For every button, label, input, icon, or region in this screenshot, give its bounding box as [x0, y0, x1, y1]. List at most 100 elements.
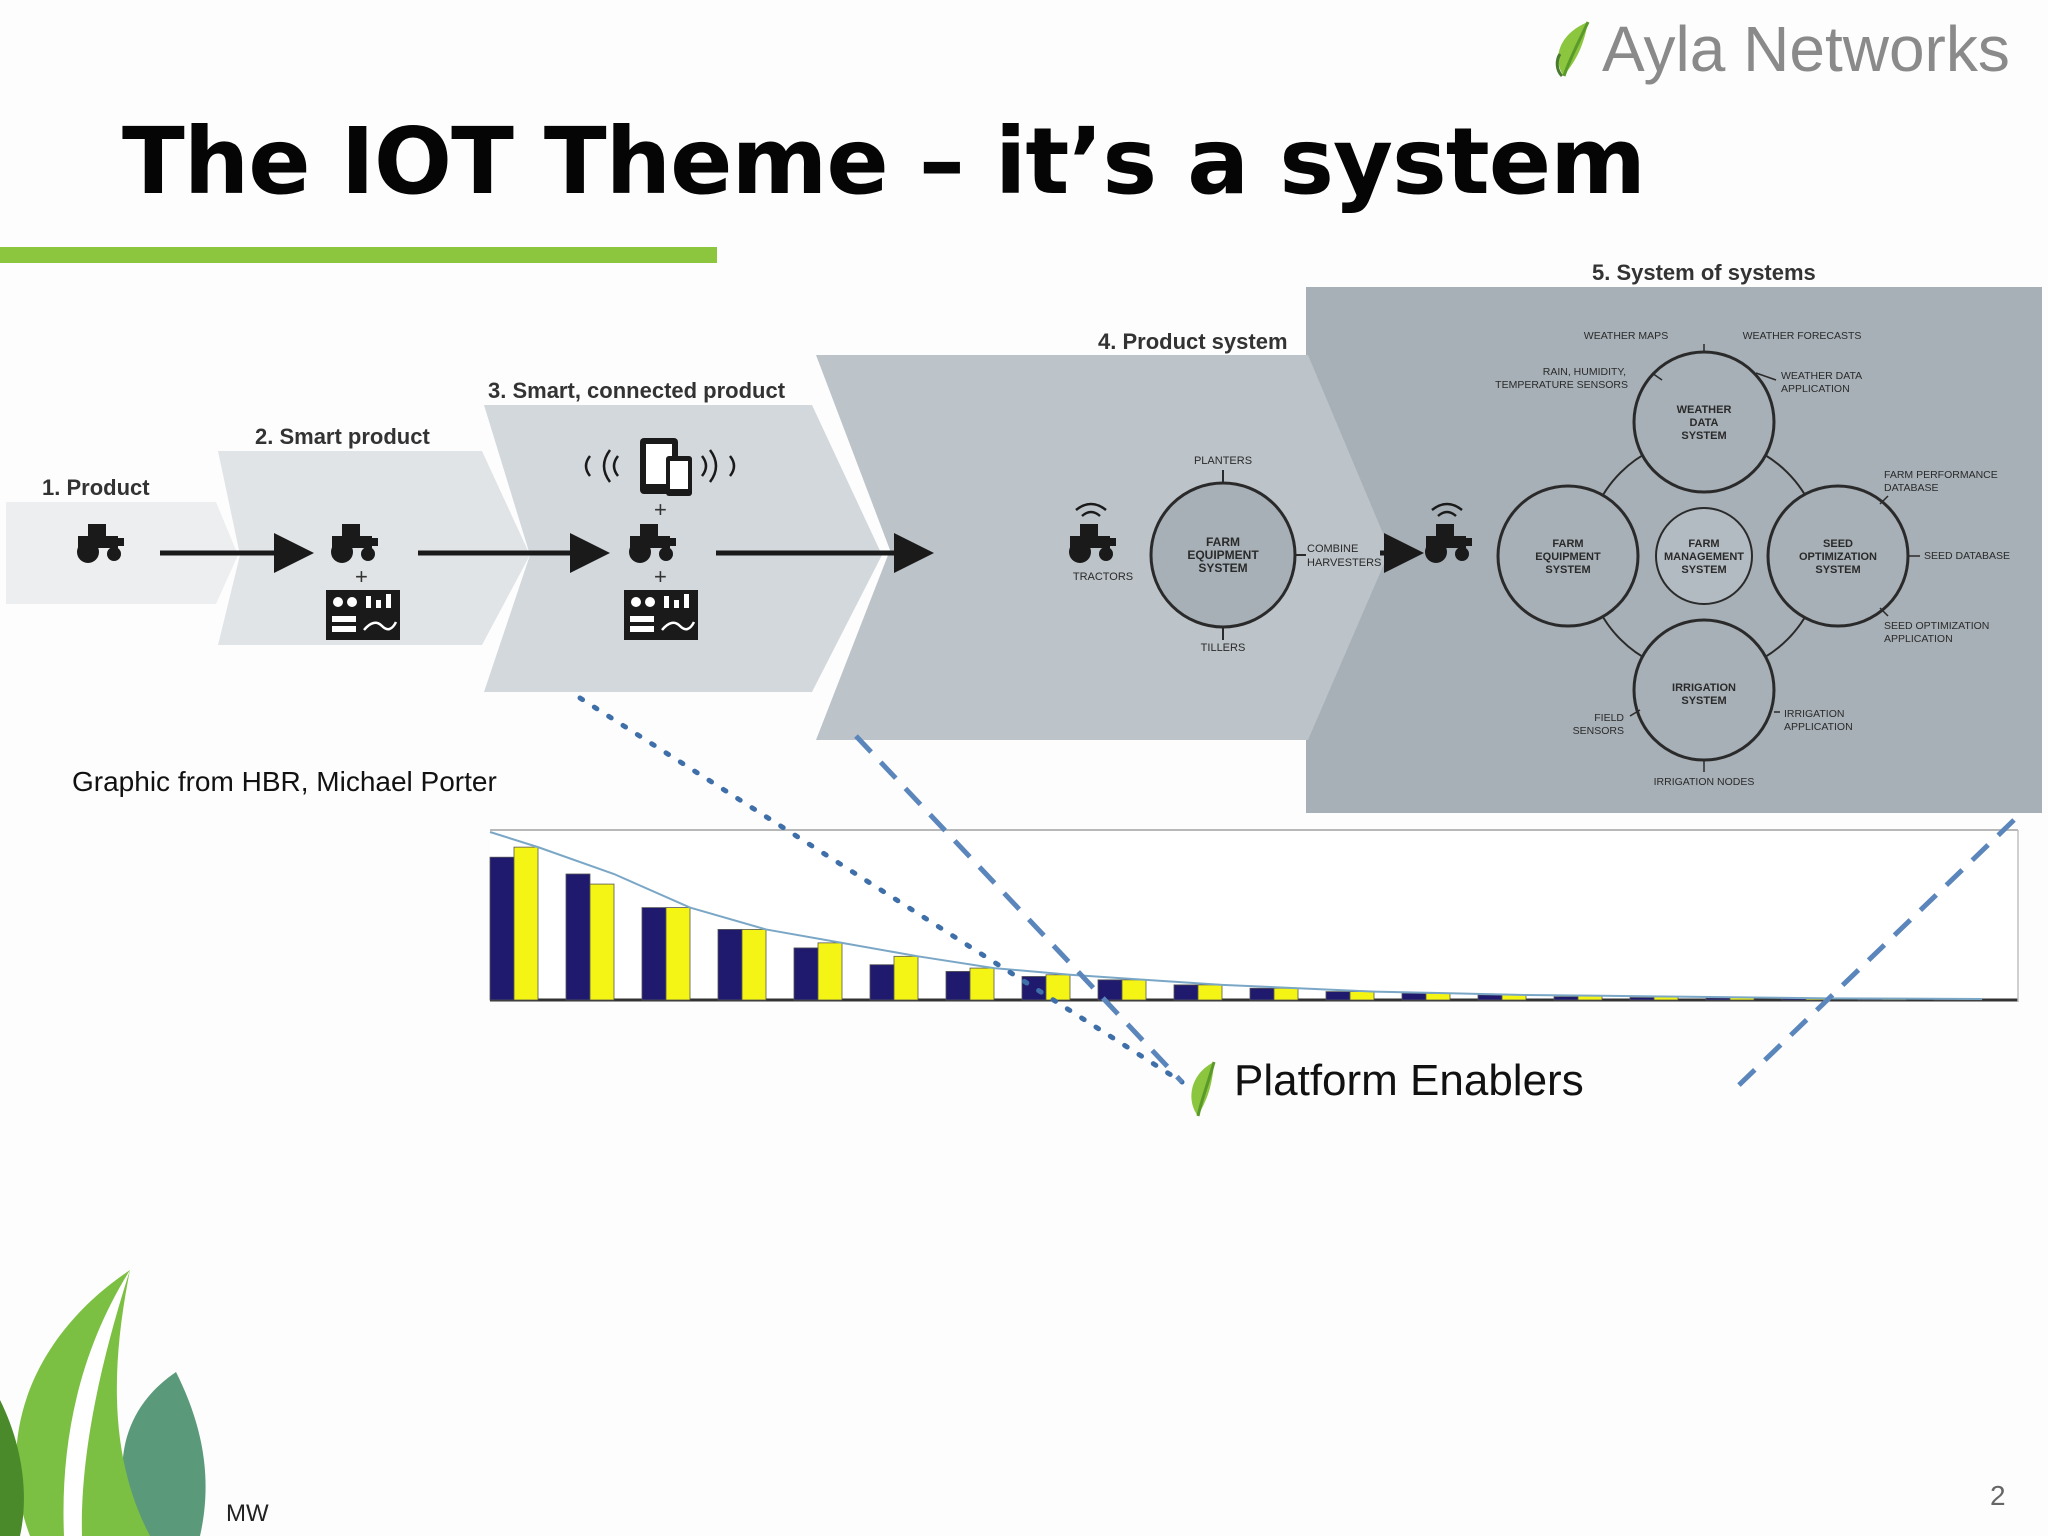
- bar-series-1-8: [1021, 976, 1047, 1001]
- bar-series-2-7: [969, 967, 995, 1001]
- tractors-label: TRACTORS: [1073, 571, 1133, 583]
- irrigation-app-line1: IRRIGATION: [1784, 708, 1844, 720]
- bar-series-1-17: [1705, 997, 1731, 1001]
- stage-5-label: 5. System of systems: [1592, 260, 1816, 285]
- bar-series-1-13: [1401, 992, 1427, 1001]
- bar-series-1-12: [1325, 991, 1351, 1001]
- tractor-icon: [77, 524, 124, 563]
- bar-series-1-1: [489, 856, 515, 1001]
- farm-performance-line2: DATABASE: [1884, 482, 1938, 494]
- ayla-leaf-logo-icon: [1555, 21, 1590, 78]
- combine-label-line2: HARVESTERS: [1307, 557, 1381, 569]
- tractor-icon: [629, 524, 676, 563]
- seed-database-label: SEED DATABASE: [1924, 550, 2010, 562]
- weather-system-line3: SYSTEM: [1681, 430, 1726, 442]
- bar-series-1-3: [641, 907, 667, 1001]
- rain-sensors-line2: TEMPERATURE SENSORS: [1495, 379, 1628, 391]
- stage-4-label: 4. Product system: [1098, 329, 1288, 354]
- irrigation-system-line1: IRRIGATION: [1672, 682, 1736, 694]
- seed-system-line2: OPTIMIZATION: [1799, 551, 1877, 563]
- bar-series-1-7: [945, 971, 971, 1001]
- bar-series-1-5: [793, 947, 819, 1001]
- farm-equipment-system-line3: SYSTEM: [1545, 564, 1590, 576]
- dashboard-icon: [624, 590, 698, 640]
- farm-management-system-line2: MANAGEMENT: [1664, 551, 1744, 563]
- weather-system-line2: DATA: [1690, 417, 1719, 429]
- stage-2-band: [218, 451, 530, 645]
- bar-series-1-16: [1629, 997, 1655, 1001]
- platform-enablers-label: Platform Enablers: [1234, 1056, 1584, 1105]
- farm-management-system-line3: SYSTEM: [1681, 564, 1726, 576]
- seed-system-line1: SEED: [1823, 538, 1853, 550]
- farm-equipment-system-line2: EQUIPMENT: [1535, 551, 1601, 563]
- rain-sensors-line1: RAIN, HUMIDITY,: [1543, 366, 1626, 378]
- plus-sign-icon: + + +: [355, 497, 667, 589]
- stage-2-label: 2. Smart product: [255, 424, 430, 449]
- bar-series-2-11: [1273, 987, 1299, 1001]
- bar-series-2-8: [1045, 974, 1071, 1001]
- tractor-icon: [1425, 524, 1472, 563]
- bar-series-2-2: [589, 883, 615, 1001]
- weather-app-line2: APPLICATION: [1781, 383, 1850, 395]
- svg-text:+: +: [654, 564, 667, 589]
- bar-series-1-11: [1249, 987, 1275, 1001]
- weather-app-line1: WEATHER DATA: [1781, 370, 1862, 382]
- mobile-devices-icon: [584, 438, 736, 496]
- farm-equipment-hub-line2: EQUIPMENT: [1187, 548, 1259, 562]
- weather-system-line1: WEATHER: [1677, 404, 1732, 416]
- field-sensors-line2: SENSORS: [1573, 725, 1624, 737]
- irrigation-app-line2: APPLICATION: [1784, 721, 1853, 733]
- wifi-signal-icon: [1075, 502, 1463, 517]
- slide-title: The IOT Theme – it’s a system: [122, 108, 1646, 215]
- stage-3-label: 3. Smart, connected product: [488, 378, 786, 403]
- bar-series-2-4: [741, 929, 767, 1001]
- farm-equipment-hub-line3: SYSTEM: [1198, 561, 1247, 575]
- stage-3-band: [484, 405, 882, 692]
- farm-performance-line1: FARM PERFORMANCE: [1884, 469, 1998, 481]
- weather-forecasts-label: WEATHER FORECASTS: [1743, 330, 1862, 342]
- farm-equipment-hub-line1: FARM: [1206, 535, 1240, 549]
- seed-app-line1: SEED OPTIMIZATION: [1884, 620, 1989, 632]
- bar-series-1-4: [717, 929, 743, 1001]
- bar-series-2-3: [665, 907, 691, 1001]
- dashboard-icon: [326, 590, 400, 640]
- planters-label: PLANTERS: [1194, 455, 1252, 467]
- bar-series-1-2: [565, 873, 591, 1001]
- page-number: 2: [1990, 1480, 2006, 1511]
- system-of-systems-diagram: WEATHER DATA SYSTEM FARM EQUIPMENT SYSTE…: [1495, 330, 2010, 788]
- bar-series-1-14: [1477, 994, 1503, 1001]
- bar-series-1-6: [869, 964, 895, 1001]
- tillers-label: TILLERS: [1201, 642, 1246, 654]
- product-system-diagram: FARM EQUIPMENT SYSTEM PLANTERS TILLERS T…: [1073, 455, 1382, 654]
- weather-maps-label: WEATHER MAPS: [1584, 330, 1668, 342]
- bar-series-2-9: [1121, 979, 1147, 1001]
- stage-1-band: [6, 502, 238, 604]
- bar-series-2-6: [893, 955, 919, 1001]
- farm-equipment-system-line1: FARM: [1552, 538, 1583, 550]
- bar-series-1-9: [1097, 979, 1123, 1001]
- bar-series-2-12: [1349, 991, 1375, 1001]
- bar-series-2-5: [817, 942, 843, 1001]
- farm-management-system-line1: FARM: [1688, 538, 1719, 550]
- bar-series-2-1: [513, 846, 539, 1001]
- tractor-icon: [1069, 524, 1116, 563]
- hbr-system-graphic: 1. Product 2. Smart product 3. Smart, co…: [6, 260, 2042, 813]
- seed-system-line3: SYSTEM: [1815, 564, 1860, 576]
- long-tail-bar-chart: [489, 829, 2019, 1002]
- bar-series-2-10: [1197, 984, 1223, 1001]
- irrigation-nodes-label: IRRIGATION NODES: [1654, 776, 1755, 788]
- bar-series-1-10: [1173, 984, 1199, 1001]
- tractor-icon: [331, 524, 378, 563]
- brand-name: Ayla Networks: [1602, 13, 2010, 85]
- irrigation-system-line2: SYSTEM: [1681, 695, 1726, 707]
- svg-text:+: +: [654, 497, 667, 522]
- bar-series-1-15: [1553, 996, 1579, 1001]
- combine-label-line1: COMBINE: [1307, 543, 1358, 555]
- svg-text:+: +: [355, 564, 368, 589]
- decorative-leaves: [0, 1270, 206, 1536]
- bar-series-2-13: [1425, 992, 1451, 1001]
- field-sensors-line1: FIELD: [1594, 712, 1624, 724]
- footer-author: MW: [226, 1500, 269, 1527]
- graphic-caption: Graphic from HBR, Michael Porter: [72, 766, 497, 797]
- ayla-leaf-bullet-icon: [1191, 1061, 1216, 1117]
